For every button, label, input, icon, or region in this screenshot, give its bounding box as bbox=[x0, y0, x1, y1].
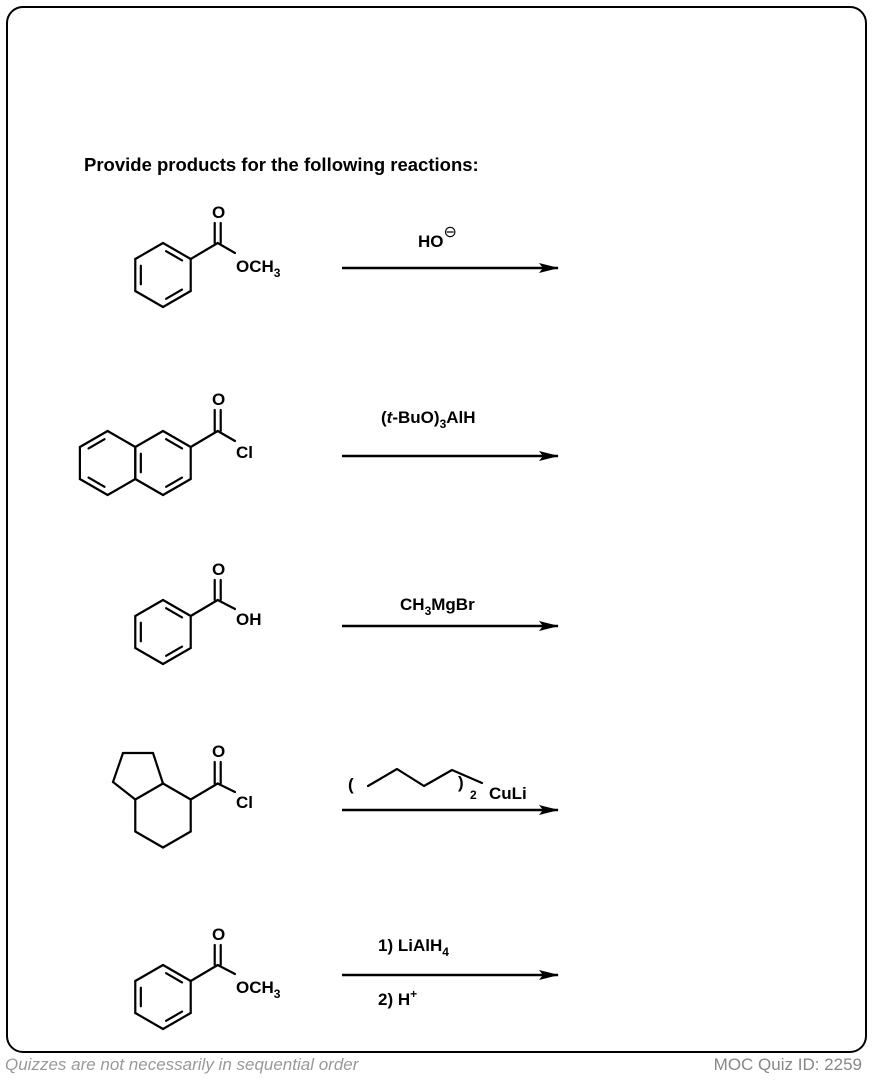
bond bbox=[161, 963, 192, 983]
bond bbox=[165, 972, 184, 984]
methyl-benzoate-structure bbox=[134, 221, 237, 309]
bond bbox=[87, 438, 106, 450]
bond bbox=[161, 289, 192, 309]
benzoic-acid-structure bbox=[134, 578, 237, 666]
bond bbox=[161, 782, 192, 801]
chloride-label: Cl bbox=[236, 443, 253, 462]
bond bbox=[216, 963, 237, 976]
bond bbox=[189, 963, 219, 983]
quiz-id: MOC Quiz ID: 2259 bbox=[713, 1055, 862, 1074]
bond bbox=[134, 782, 165, 801]
reaction-1: O OCH3 HO⊖ bbox=[134, 203, 559, 309]
reagent-tbuo3alh: (t-BuO)3AlH bbox=[381, 408, 476, 431]
bond bbox=[134, 477, 165, 497]
bond bbox=[161, 646, 192, 666]
carbonyl-oxygen-label: O bbox=[212, 560, 225, 579]
bond bbox=[216, 241, 237, 255]
methoxy-label: OCH3 bbox=[236, 257, 281, 280]
bond bbox=[87, 476, 106, 488]
bond bbox=[106, 477, 137, 497]
bond bbox=[161, 241, 192, 261]
reaction-4: O Cl ( ) 2 CuLi bbox=[111, 742, 559, 849]
bond bbox=[78, 477, 109, 497]
bond bbox=[161, 830, 192, 849]
bond bbox=[189, 429, 219, 449]
quiz-frame bbox=[6, 6, 867, 1053]
bond bbox=[165, 288, 184, 300]
bond bbox=[161, 598, 192, 618]
bond bbox=[134, 646, 165, 666]
reagent-step-2: 2) H+ bbox=[378, 987, 417, 1009]
bond bbox=[134, 1011, 165, 1031]
carbonyl-oxygen-label: O bbox=[212, 390, 225, 409]
bond bbox=[134, 429, 165, 449]
methyl-benzoate-structure bbox=[134, 943, 237, 1031]
close-paren: ) bbox=[458, 773, 464, 792]
bond bbox=[216, 429, 237, 443]
bond bbox=[165, 250, 184, 262]
bond bbox=[111, 780, 137, 801]
bond bbox=[161, 1011, 192, 1031]
bond bbox=[111, 751, 125, 784]
bond bbox=[189, 782, 219, 801]
bond bbox=[216, 782, 237, 794]
bond bbox=[134, 830, 165, 849]
bond bbox=[161, 429, 192, 449]
bond bbox=[165, 438, 184, 450]
naphthoyl-chloride-structure bbox=[78, 408, 237, 497]
bond bbox=[134, 289, 165, 309]
reagent-step-1: 1) LiAlH4 bbox=[378, 936, 449, 959]
page-title: Provide products for the following react… bbox=[84, 154, 479, 175]
carbonyl-oxygen-label: O bbox=[212, 203, 225, 222]
reagent-grignard: CH3MgBr bbox=[400, 595, 475, 618]
reaction-5: O OCH3 1) LiAlH4 2) H+ bbox=[134, 925, 559, 1031]
methoxy-label: OCH3 bbox=[236, 978, 281, 1001]
bond bbox=[165, 1010, 184, 1022]
carbonyl-oxygen-label: O bbox=[212, 925, 225, 944]
carbonyl-oxygen-label: O bbox=[212, 742, 225, 761]
bond bbox=[134, 598, 165, 618]
reaction-2: O Cl (t-BuO)3AlH bbox=[78, 390, 559, 497]
reagent-dibutylcuprate: ( ) 2 CuLi bbox=[348, 767, 527, 803]
chloride-label: Cl bbox=[236, 793, 253, 812]
bond bbox=[134, 963, 165, 983]
bond bbox=[78, 429, 109, 449]
bond bbox=[151, 751, 165, 785]
bond bbox=[216, 598, 237, 611]
subscript-2: 2 bbox=[470, 788, 477, 802]
butyl-chain bbox=[366, 767, 484, 788]
bond bbox=[106, 429, 137, 449]
bond bbox=[189, 241, 219, 261]
reagent-hydroxide: HO⊖ bbox=[418, 224, 457, 251]
culi-label: CuLi bbox=[489, 784, 527, 803]
open-paren: ( bbox=[348, 775, 354, 794]
bond bbox=[189, 598, 219, 618]
footer-note: Quizzes are not necessarily in sequentia… bbox=[5, 1055, 359, 1074]
bond bbox=[165, 476, 184, 488]
hydroxyl-label: OH bbox=[236, 610, 262, 629]
bond bbox=[165, 607, 184, 619]
hydrindane-acid-chloride-structure bbox=[111, 751, 237, 849]
bond bbox=[134, 241, 165, 261]
bond bbox=[165, 645, 184, 657]
reaction-3: O OH CH3MgBr bbox=[134, 560, 559, 666]
bond bbox=[161, 477, 192, 497]
